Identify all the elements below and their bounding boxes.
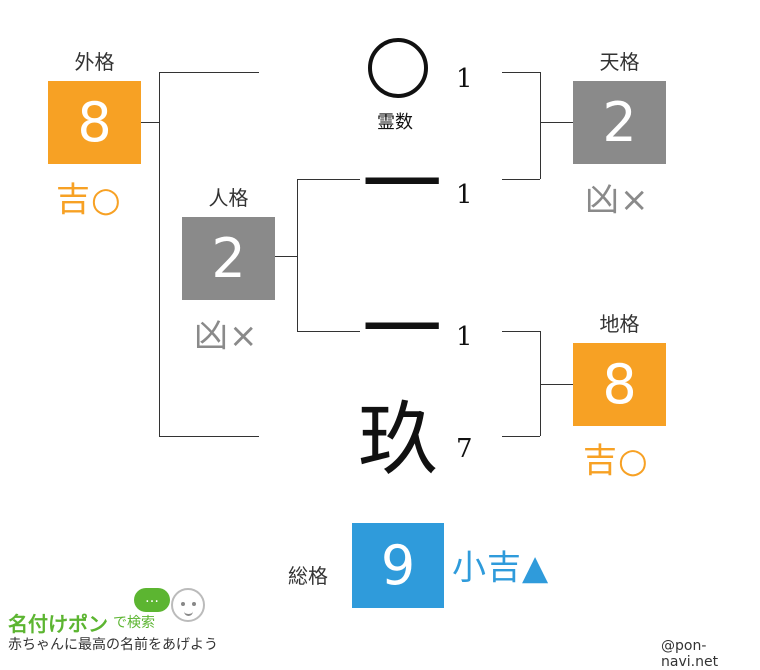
chikaku-value-box: 8	[573, 343, 666, 426]
chikaku-verdict: 吉○	[583, 441, 649, 481]
connector-line	[540, 331, 541, 436]
connector-line	[159, 72, 259, 73]
connector-line	[540, 122, 573, 123]
tenkaku-label: 天格	[599, 50, 640, 74]
logo-search-text: で検索	[113, 615, 155, 631]
connector-line	[502, 331, 540, 332]
connector-line	[502, 436, 540, 437]
connector-line	[297, 179, 360, 180]
connector-line	[297, 331, 360, 332]
soukaku-verdict: 小吉▲	[452, 548, 550, 588]
chikaku-label: 地格	[599, 312, 640, 336]
baby-face-icon	[171, 588, 205, 622]
connector-line	[502, 72, 540, 73]
connector-line	[297, 179, 298, 331]
connector-line	[540, 72, 541, 179]
connector-line	[141, 122, 159, 123]
jinkaku-verdict: 凶×	[194, 316, 259, 356]
tenkaku-verdict: 凶×	[585, 180, 650, 220]
reisu-label: 霊数	[377, 112, 413, 133]
connector-line	[275, 256, 297, 257]
reisu-circle-icon	[368, 38, 428, 98]
name-char-1: 一	[362, 138, 442, 231]
name-char-2-strokes: 1	[456, 322, 473, 352]
logo-title: 名付けポン	[8, 612, 108, 636]
gaikaku-value-box: 8	[48, 81, 141, 164]
name-char-1-strokes: 1	[456, 180, 473, 210]
name-char-3-strokes: 7	[456, 434, 473, 464]
jinkaku-label: 人格	[208, 186, 249, 210]
gaikaku-label: 外格	[74, 50, 115, 74]
logo-subtitle: 赤ちゃんに最高の名前をあげよう	[8, 637, 218, 653]
gaikaku-verdict: 吉○	[56, 180, 122, 220]
name-char-3: 玖	[358, 393, 438, 486]
jinkaku-value-box: 2	[182, 217, 275, 300]
connector-line	[502, 179, 540, 180]
connector-line	[159, 436, 259, 437]
tenkaku-value-box: 2	[573, 81, 666, 164]
connector-line	[540, 384, 573, 385]
name-char-2: 一	[362, 283, 442, 376]
connector-line	[159, 72, 160, 436]
site-credit: @pon-navi.net	[661, 638, 719, 670]
reisu-strokes: 1	[456, 64, 473, 94]
soukaku-value-box: 9	[352, 523, 444, 608]
speech-bubble-icon: …	[134, 588, 170, 612]
soukaku-label: 総格	[288, 564, 328, 588]
